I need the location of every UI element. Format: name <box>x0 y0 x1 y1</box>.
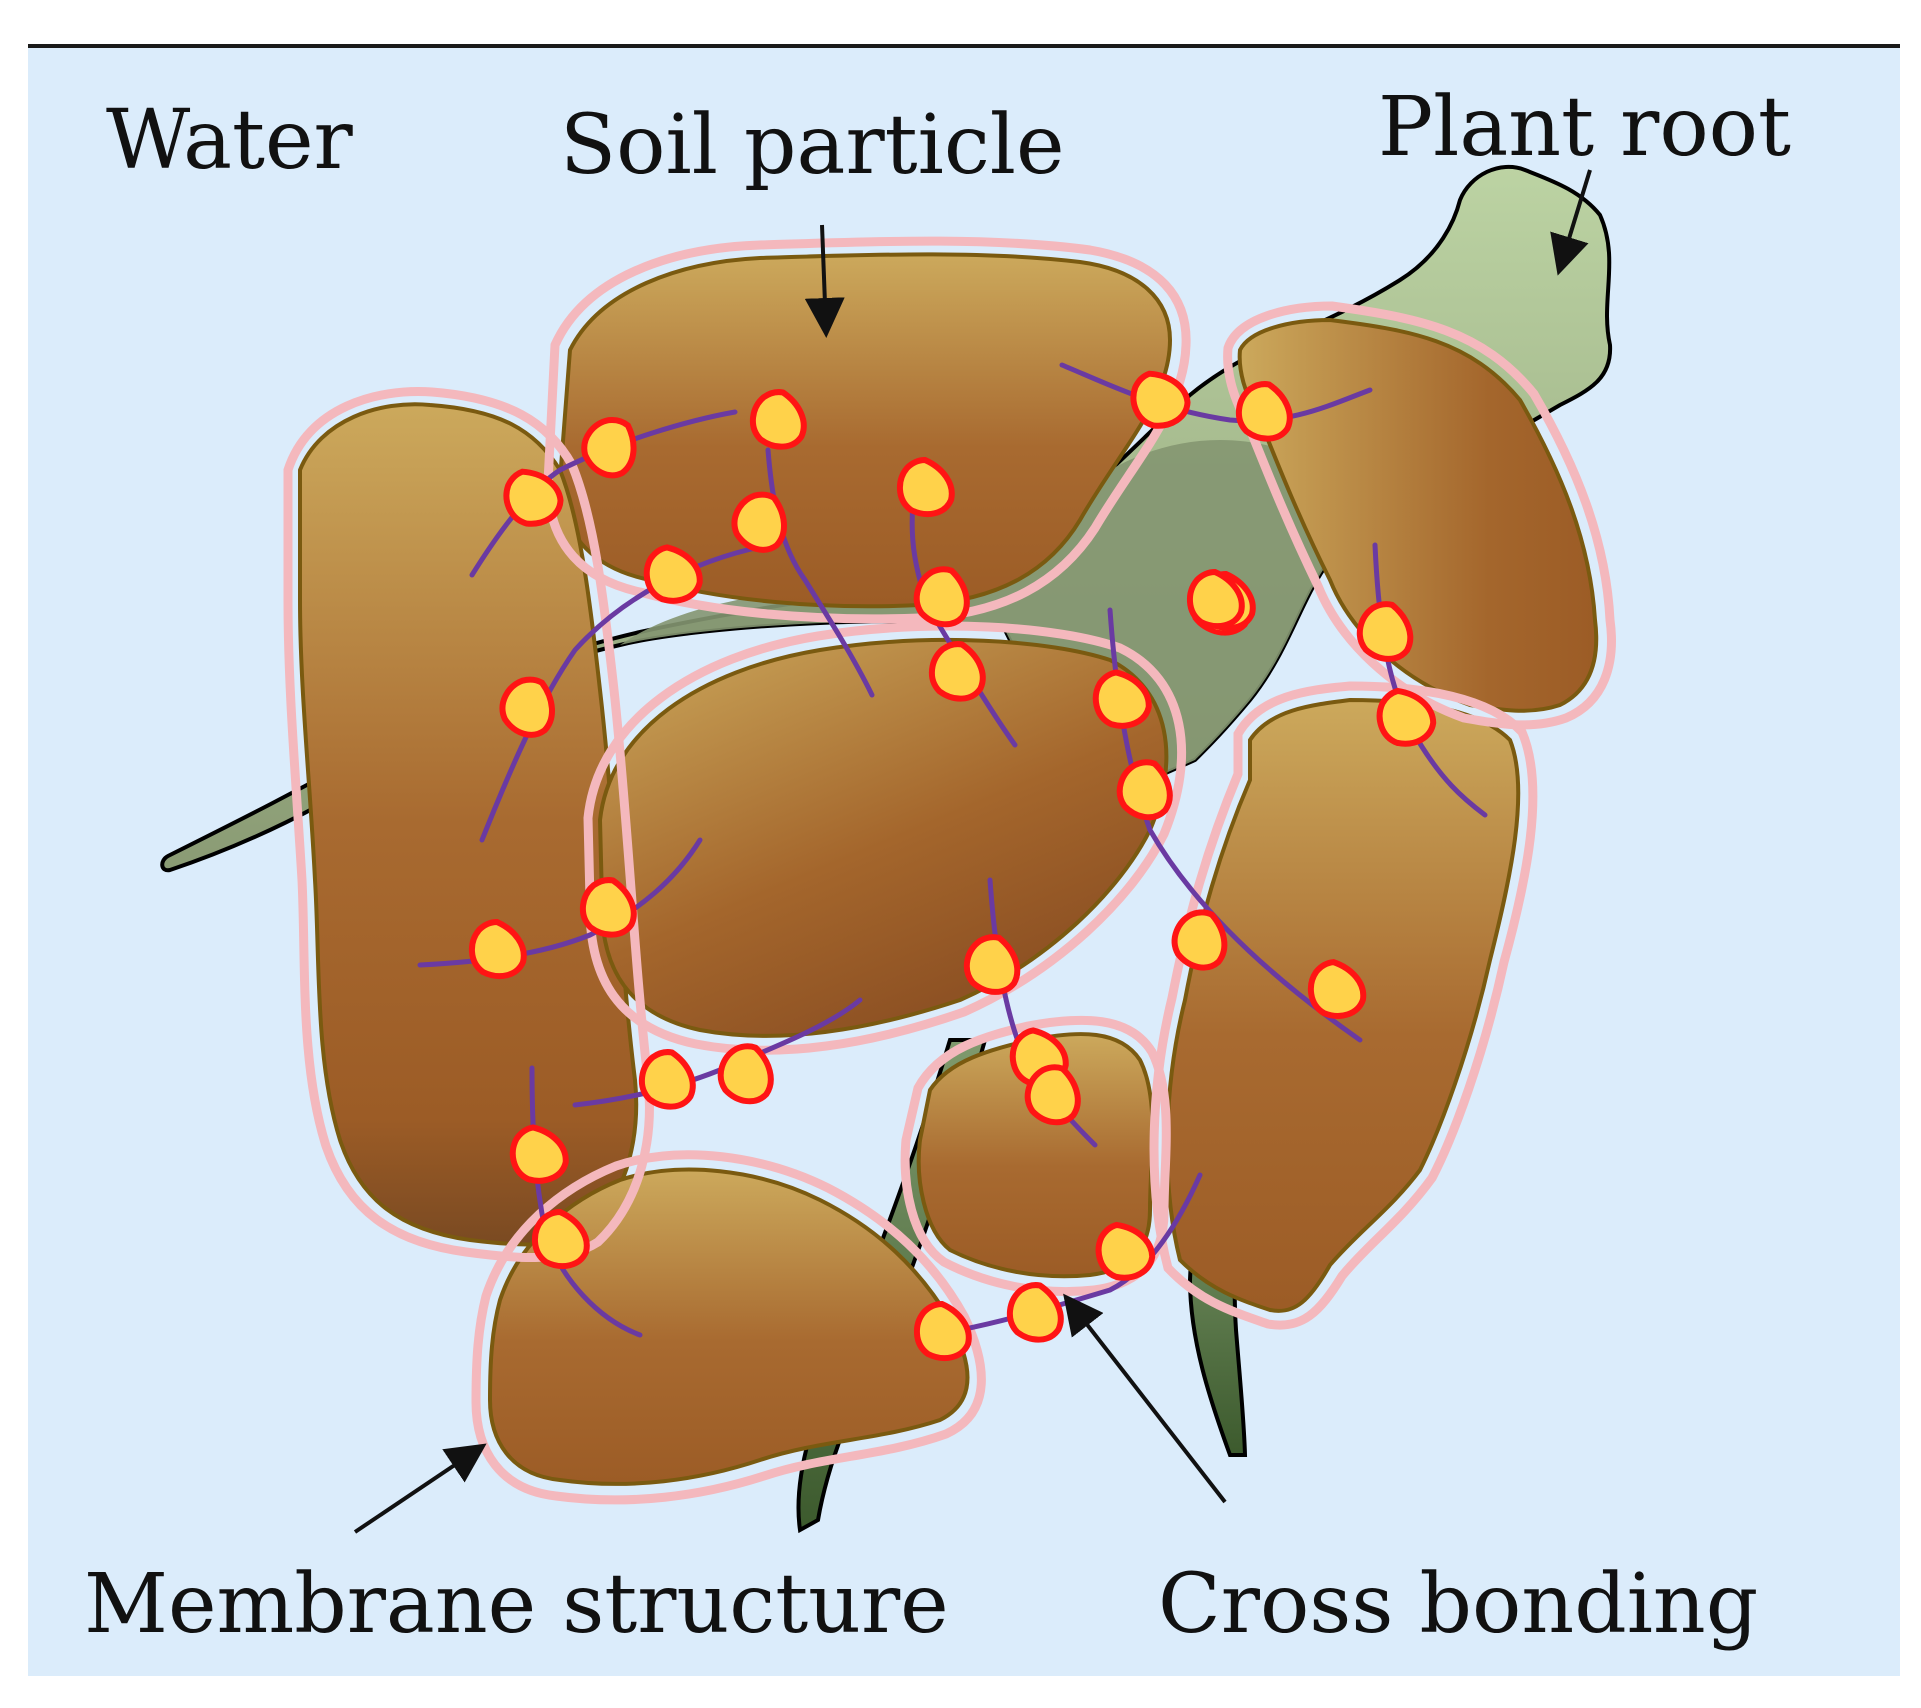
cross-bond-marker <box>469 918 527 980</box>
label-soil-particle: Soil particle <box>560 98 1065 193</box>
arrow-soil-particle <box>804 224 845 338</box>
soil-particle-left <box>298 402 639 1247</box>
membrane-center <box>583 621 1187 1055</box>
membrane-small <box>900 1015 1171 1297</box>
soil-particle-bottom <box>487 1167 970 1486</box>
membrane-right-lower <box>1149 681 1538 1330</box>
soil-particles <box>298 252 1599 1486</box>
cross-bond-marker <box>1376 687 1437 747</box>
fiber <box>469 409 738 578</box>
cross-bond-marker <box>1007 1282 1064 1343</box>
cross-bond-marker <box>1187 568 1245 630</box>
arrow-cross-bonding <box>1063 1293 1227 1504</box>
cross-bond-marker <box>914 1300 972 1362</box>
cross-bond-marker <box>897 456 955 518</box>
cross-bond-marker <box>639 1049 696 1110</box>
cross-bond-marker <box>1092 669 1152 729</box>
cross-bond-marker <box>717 1043 774 1105</box>
cross-bond-marker <box>1236 381 1293 442</box>
cross-bond-marker <box>1095 1221 1156 1281</box>
membrane-structures <box>283 236 1616 1505</box>
cross-bond-marker <box>509 1124 569 1184</box>
membrane-right-upper <box>1223 301 1616 730</box>
cross-bond-marker <box>1356 601 1414 662</box>
arrow-plant-root <box>1550 169 1592 276</box>
cross-bond-marker <box>731 491 787 553</box>
fiber <box>1059 362 1373 424</box>
cross-bond-marker <box>643 544 703 604</box>
cross-bond-marker <box>1130 370 1191 429</box>
pointer-arrows <box>353 169 1592 1534</box>
cross-bond-marker <box>1116 759 1173 821</box>
soil-particle-right-upper <box>1237 317 1599 713</box>
label-water: Water <box>106 93 354 188</box>
fiber <box>479 542 773 843</box>
cross-bond-marker <box>499 676 555 738</box>
label-membrane-structure: Membrane structure <box>84 1557 949 1652</box>
cross-bond-marker <box>913 566 970 628</box>
cross-bond-marker <box>1171 909 1228 971</box>
cross-bond-marker <box>532 1208 590 1270</box>
cross-bond-marker <box>750 389 807 450</box>
arrow-membrane-structure <box>353 1443 487 1534</box>
cross-bond-marker <box>503 468 564 527</box>
cross-bond-marker <box>963 934 1021 995</box>
labels: Water Soil particle Plant root Membrane … <box>84 80 1791 1652</box>
membrane-bottom <box>471 1150 986 1505</box>
label-cross-bonding: Cross bonding <box>1158 1557 1758 1652</box>
fiber <box>957 1172 1203 1333</box>
cross-bond-marker <box>929 641 986 702</box>
cross-bond-marker <box>581 416 637 479</box>
cross-bonds: /* placeholder to keep group */ <box>469 370 1437 1362</box>
cross-bond-marker <box>1024 1064 1081 1126</box>
label-plant-root: Plant root <box>1378 80 1791 175</box>
cross-bond-marker <box>580 877 637 938</box>
cross-bond-marker <box>1307 959 1367 1019</box>
